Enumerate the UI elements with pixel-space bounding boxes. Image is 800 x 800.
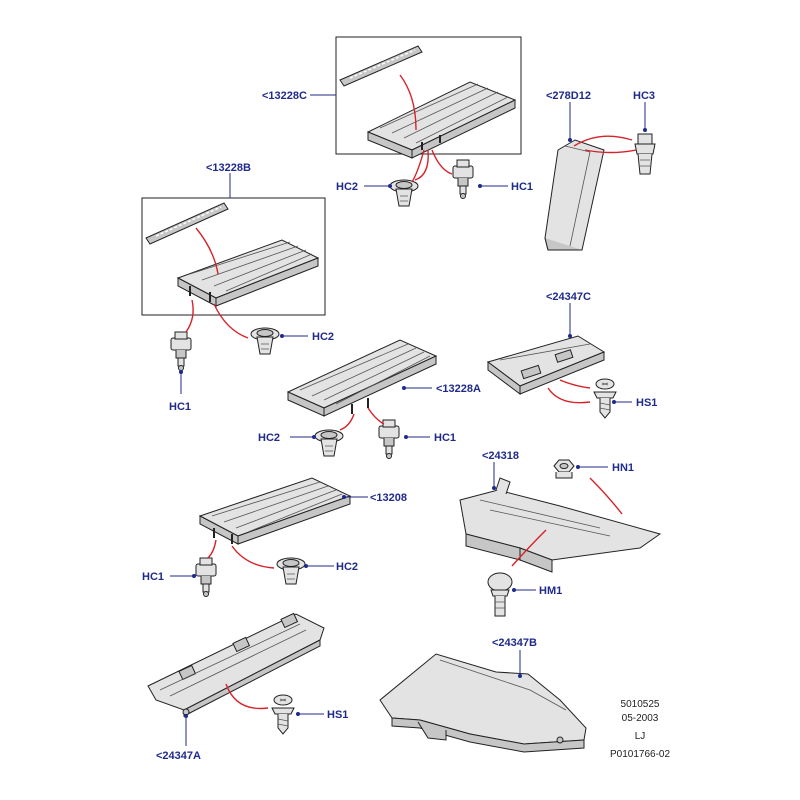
part-13228C-group [335, 36, 522, 159]
callout-13228B: <13228B [206, 162, 251, 174]
trim-278D12 [544, 139, 605, 251]
callout-hc1-lower: HC1 [142, 571, 164, 583]
bracket-24347C [486, 335, 606, 395]
meta-part-no: P0101766-02 [610, 749, 670, 760]
inset-frame-13228B [141, 197, 326, 316]
callout-24347C: <24347C [546, 291, 591, 303]
callout-hc1-center: HC1 [434, 432, 456, 444]
label-strip-13228B [145, 202, 229, 245]
screw-hs1-right [593, 378, 617, 419]
callout-278D12: <278D12 [546, 90, 591, 102]
panel-13228C [366, 81, 517, 159]
callout-hc3: HC3 [633, 90, 655, 102]
clip-hc1-top [452, 159, 474, 199]
callout-hc2-top: HC2 [336, 181, 358, 193]
clip-hc1-lower [195, 557, 217, 597]
callout-13228A: <13228A [436, 383, 481, 395]
meta-date: 05-2003 [622, 713, 659, 724]
bracket-24347A [147, 612, 325, 717]
callout-hc1-left: HC1 [169, 401, 191, 413]
part-13228B-group [141, 197, 326, 316]
callout-hc2-center: HC2 [258, 432, 280, 444]
callout-hs1-right: HS1 [636, 397, 657, 409]
callout-hc2-lower: HC2 [336, 561, 358, 573]
callout-hn1: HN1 [612, 462, 634, 474]
callout-24347B: <24347B [492, 637, 537, 649]
callout-hc1-top: HC1 [511, 181, 533, 193]
bracket-24318 [459, 477, 662, 573]
callout-13228C: <13228C [262, 90, 307, 102]
label-strip-13228C [339, 45, 423, 87]
screw-hs1-lower [271, 694, 295, 735]
meta-initials: LJ [635, 731, 646, 742]
callout-24318: <24318 [482, 450, 519, 462]
meta-ref: 5010525 [621, 699, 660, 710]
callout-13208: <13208 [370, 492, 407, 504]
panel-13228A [286, 339, 438, 417]
cover-24347B [379, 653, 587, 753]
drawing-meta: 5010525 05-2003 LJ P0101766-02 [610, 699, 670, 760]
panel-13228B [176, 239, 320, 307]
callout-hm1: HM1 [539, 585, 562, 597]
callout-hc2-left: HC2 [312, 331, 334, 343]
panel-13208 [198, 477, 352, 545]
clip-hc1-left [170, 331, 192, 371]
clip-hc1-center [378, 419, 400, 459]
callout-hs1-lower: HS1 [327, 709, 348, 721]
clip-hc2-center [314, 429, 344, 457]
rivet-hm1 [487, 572, 513, 617]
clip-hc3 [634, 133, 656, 175]
clip-hc2-top [389, 179, 419, 207]
clip-hc2-left [250, 327, 280, 355]
clip-hc2-lower [276, 557, 306, 585]
nut-hn1 [553, 459, 575, 479]
callout-24347A: <24347A [156, 750, 201, 762]
